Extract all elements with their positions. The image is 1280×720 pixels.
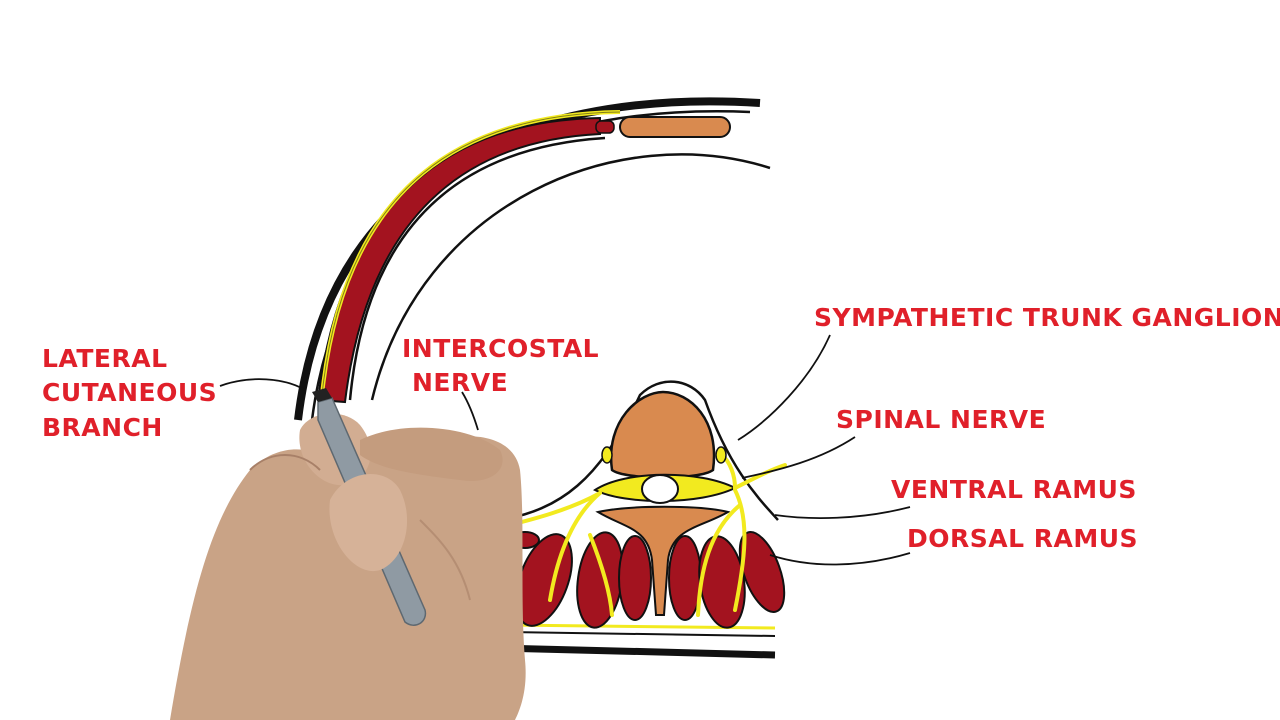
- label-dorsal-ramus: DORSAL RAMUS: [907, 524, 1138, 553]
- back-skin-line: [499, 644, 776, 659]
- spinal-cord: [641, 474, 679, 504]
- leader-ventral-ramus: [774, 506, 911, 519]
- leader-sympathetic-trunk: [737, 334, 831, 441]
- costal-cartilage: [619, 116, 731, 138]
- marker-tip: [312, 388, 332, 402]
- leader-intercostal-nerve: [461, 391, 479, 431]
- posterior-wall-section: [499, 380, 787, 659]
- drawing-hand: [170, 388, 526, 720]
- spinous-process: [595, 505, 731, 616]
- leader-dorsal-ramus: [769, 552, 911, 566]
- leader-spinal-nerve: [741, 436, 856, 479]
- hand-knuckles: [360, 427, 503, 481]
- dorsal-rami-branches: [508, 453, 787, 617]
- label-line: LATERAL: [42, 344, 168, 373]
- vertebral-body: [609, 390, 716, 479]
- hand-thumb: [329, 473, 408, 572]
- hand-palm: [170, 436, 526, 720]
- label-line: CUTANEOUS: [42, 378, 217, 407]
- label-spinal-nerve: SPINAL NERVE: [836, 405, 1046, 434]
- sympathetic-ganglion-shape: [715, 446, 727, 464]
- label-line: INTERCOSTAL: [402, 334, 599, 363]
- inner-wall-line-2: [370, 153, 771, 401]
- inner-wall-line-1: [348, 136, 606, 401]
- label-intercostal-nerve: INTERCOSTAL NERVE: [402, 334, 599, 397]
- label-ventral-ramus: VENTRAL RAMUS: [891, 475, 1137, 504]
- label-line: NERVE: [412, 368, 508, 397]
- thoracic-wall: [294, 97, 771, 421]
- leader-lateral-cutaneous: [219, 378, 306, 391]
- label-line: BRANCH: [42, 413, 163, 442]
- leader-lines: [219, 334, 911, 566]
- label-lateral-cutaneous-branch: LATERAL CUTANEOUS BRANCH: [42, 344, 217, 442]
- label-sympathetic-trunk-ganglion: SYMPATHETIC TRUNK GANGLION: [814, 303, 1280, 332]
